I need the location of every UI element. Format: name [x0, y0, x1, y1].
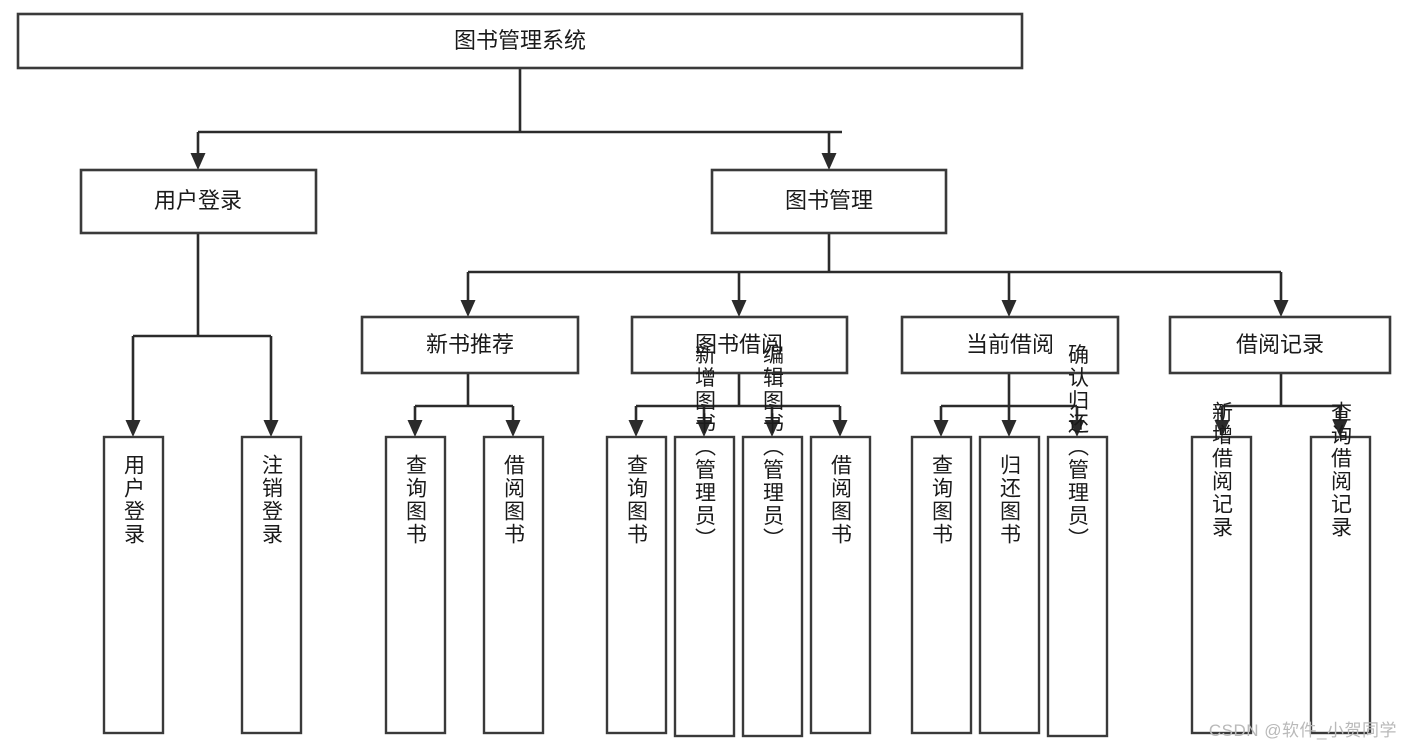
connector-root-to-level2	[190, 68, 842, 170]
node-book-borrow[interactable]: 图书借阅	[630, 315, 849, 375]
leaf-user-login-2[interactable]: 注销登录	[240, 435, 303, 735]
connector-current-to-leaves	[933, 373, 1085, 437]
node-borrow-record[interactable]: 借阅记录	[1168, 315, 1392, 375]
leaf-book-borrow-4-label: 借阅图书	[829, 454, 853, 546]
node-user-login[interactable]: 用户登录	[79, 168, 318, 235]
connector-bookmgmt-to-level3	[460, 233, 1289, 317]
node-new-book-recommend[interactable]: 新书推荐	[360, 315, 580, 375]
leaf-book-borrow-2[interactable]: 新增图书（管理员）	[673, 344, 736, 738]
leaf-book-borrow-3-label: 编辑图书（管理员）	[761, 344, 785, 551]
leaf-book-borrow-4[interactable]: 借阅图书	[809, 435, 872, 735]
node-book-borrow-label: 图书借阅	[695, 332, 783, 357]
connector-userlogin-to-leaves	[125, 233, 279, 437]
leaf-new-book-1[interactable]: 查询图书	[384, 435, 447, 735]
connector-record-to-leaves	[1214, 373, 1348, 437]
connector-borrow-to-leaves	[628, 373, 848, 437]
leaf-current-borrow-3[interactable]: 确认归还（管理员）	[1046, 344, 1109, 738]
node-current-borrow[interactable]: 当前借阅	[900, 315, 1120, 375]
leaf-current-borrow-2-label: 归还图书	[998, 454, 1022, 546]
leaf-current-borrow-2[interactable]: 归还图书	[978, 435, 1041, 735]
node-root-label: 图书管理系统	[454, 28, 586, 53]
leaf-borrow-record-2-label: 查询借阅记录	[1329, 401, 1353, 539]
leaf-borrow-record-1-label: 新增借阅记录	[1210, 401, 1234, 539]
leaf-user-login-1[interactable]: 用户登录	[102, 435, 165, 735]
node-book-management[interactable]: 图书管理	[710, 168, 948, 235]
node-new-book-recommend-label: 新书推荐	[426, 332, 514, 357]
connector-newbook-to-leaves	[407, 373, 521, 437]
leaf-current-borrow-3-label: 确认归还（管理员）	[1066, 344, 1090, 551]
leaf-book-borrow-1[interactable]: 查询图书	[605, 435, 668, 735]
node-book-management-label: 图书管理	[785, 188, 873, 213]
leaf-current-borrow-1-label: 查询图书	[930, 454, 954, 546]
leaf-current-borrow-1[interactable]: 查询图书	[910, 435, 973, 735]
leaf-new-book-1-label: 查询图书	[404, 454, 428, 546]
leaf-borrow-record-1[interactable]: 新增借阅记录	[1190, 401, 1253, 735]
leaf-user-login-2-label: 注销登录	[260, 454, 284, 546]
leaf-new-book-2[interactable]: 借阅图书	[482, 435, 545, 735]
leaf-borrow-record-2[interactable]: 查询借阅记录	[1309, 401, 1372, 735]
leaf-book-borrow-1-label: 查询图书	[625, 454, 649, 546]
leaf-book-borrow-2-label: 新增图书（管理员）	[693, 344, 717, 551]
node-current-borrow-label: 当前借阅	[966, 332, 1054, 357]
node-borrow-record-label: 借阅记录	[1236, 332, 1324, 357]
leaf-book-borrow-3[interactable]: 编辑图书（管理员）	[741, 344, 804, 738]
leaf-user-login-1-label: 用户登录	[122, 454, 146, 546]
leaf-new-book-2-label: 借阅图书	[502, 454, 526, 546]
node-root[interactable]: 图书管理系统	[16, 12, 1024, 70]
node-user-login-label: 用户登录	[154, 188, 242, 213]
